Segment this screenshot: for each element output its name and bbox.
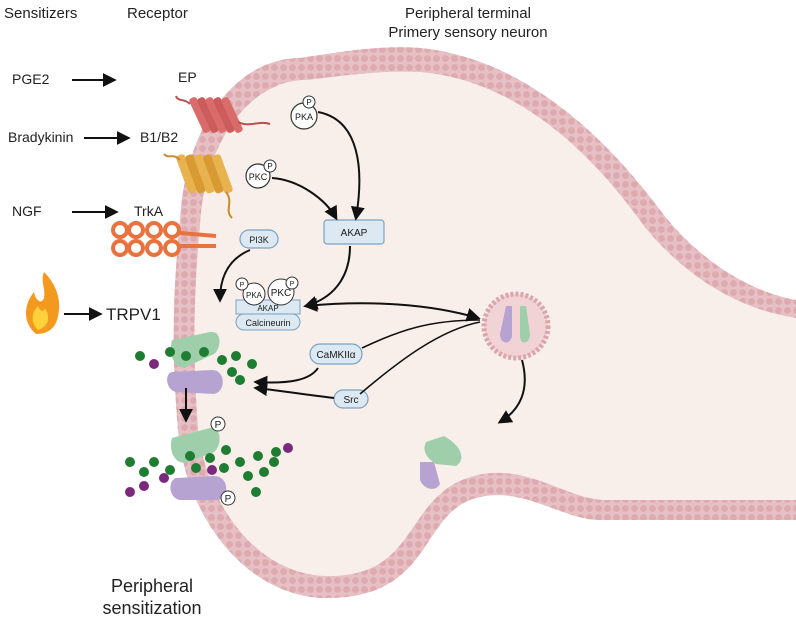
ion-cluster-sensitized [125, 443, 293, 497]
line-src-vesicle [359, 321, 481, 395]
complex-pkc-label: PKC [271, 288, 292, 299]
receptor-b1b2-label: B1/B2 [140, 129, 178, 145]
calcineurin-label: Calcineurin [245, 318, 290, 328]
ep-receptor [175, 95, 271, 133]
arrow-vesicle-membrane [497, 359, 526, 424]
pkc-node [245, 163, 271, 189]
b1b2-receptor [163, 153, 233, 219]
sensitizer-pge2: PGE2 [12, 71, 50, 87]
sensitizer-bradykinin: Bradykinin [8, 129, 73, 145]
complex-akap-label: AKAP [257, 304, 278, 313]
footer-line1: Peripheral [111, 576, 193, 596]
phospho-label: P [290, 281, 295, 288]
vesicle-trpv1 [481, 291, 551, 361]
phospho-badge-trpv1-bottom [220, 490, 236, 506]
arrow-pkc-akap [271, 177, 338, 221]
pi3k-label: PI3K [249, 235, 269, 245]
header-sensitizers: Sensitizers [4, 5, 77, 22]
camkii-node [309, 343, 363, 365]
arrow-pi3k-trpv1 [213, 249, 251, 303]
src-node [333, 389, 369, 409]
arrow-pka-akap [317, 111, 365, 221]
src-label: Src [344, 395, 359, 406]
receptor-trpv1-label: TRPV1 [106, 305, 161, 324]
akap-label: AKAP [341, 228, 368, 239]
complex-pka-label: PKA [246, 291, 263, 300]
arrow-src-trpv1 [253, 382, 335, 399]
header-terminal-line2: Primery sensory neuron [388, 24, 547, 41]
receptor-ep-label: EP [178, 69, 197, 85]
akap-complex [235, 276, 301, 331]
camkii-label: CaMKIIα [316, 350, 355, 361]
sensitizer-ngf: NGF [12, 203, 42, 219]
phospho-label: P [240, 282, 245, 289]
trka-receptor [111, 221, 217, 257]
phospho-badge-trpv1-top [210, 416, 226, 432]
pka-label: PKA [295, 112, 313, 122]
header-receptor: Receptor [127, 5, 188, 22]
pkc-label: PKC [249, 172, 268, 182]
line-camkii-vesicle [361, 319, 481, 349]
arrow-complex-vesicle [303, 297, 481, 322]
flame-icon [26, 272, 60, 334]
phospho-label: P [267, 162, 272, 171]
phospho-badge-pka [302, 95, 316, 109]
phospho-label: P [225, 494, 232, 505]
phospho-label: P [306, 98, 311, 107]
footer-line2: sensitization [102, 598, 201, 618]
phospho-label: P [215, 420, 222, 431]
phospho-badge-pkc [263, 159, 277, 173]
header-terminal-line1: Peripheral terminal [405, 5, 531, 22]
pi3k-node [239, 229, 279, 249]
trpv1-inserted [420, 436, 462, 489]
receptor-trka-label: TrkA [134, 203, 164, 219]
ion-cluster-resting [135, 347, 257, 385]
